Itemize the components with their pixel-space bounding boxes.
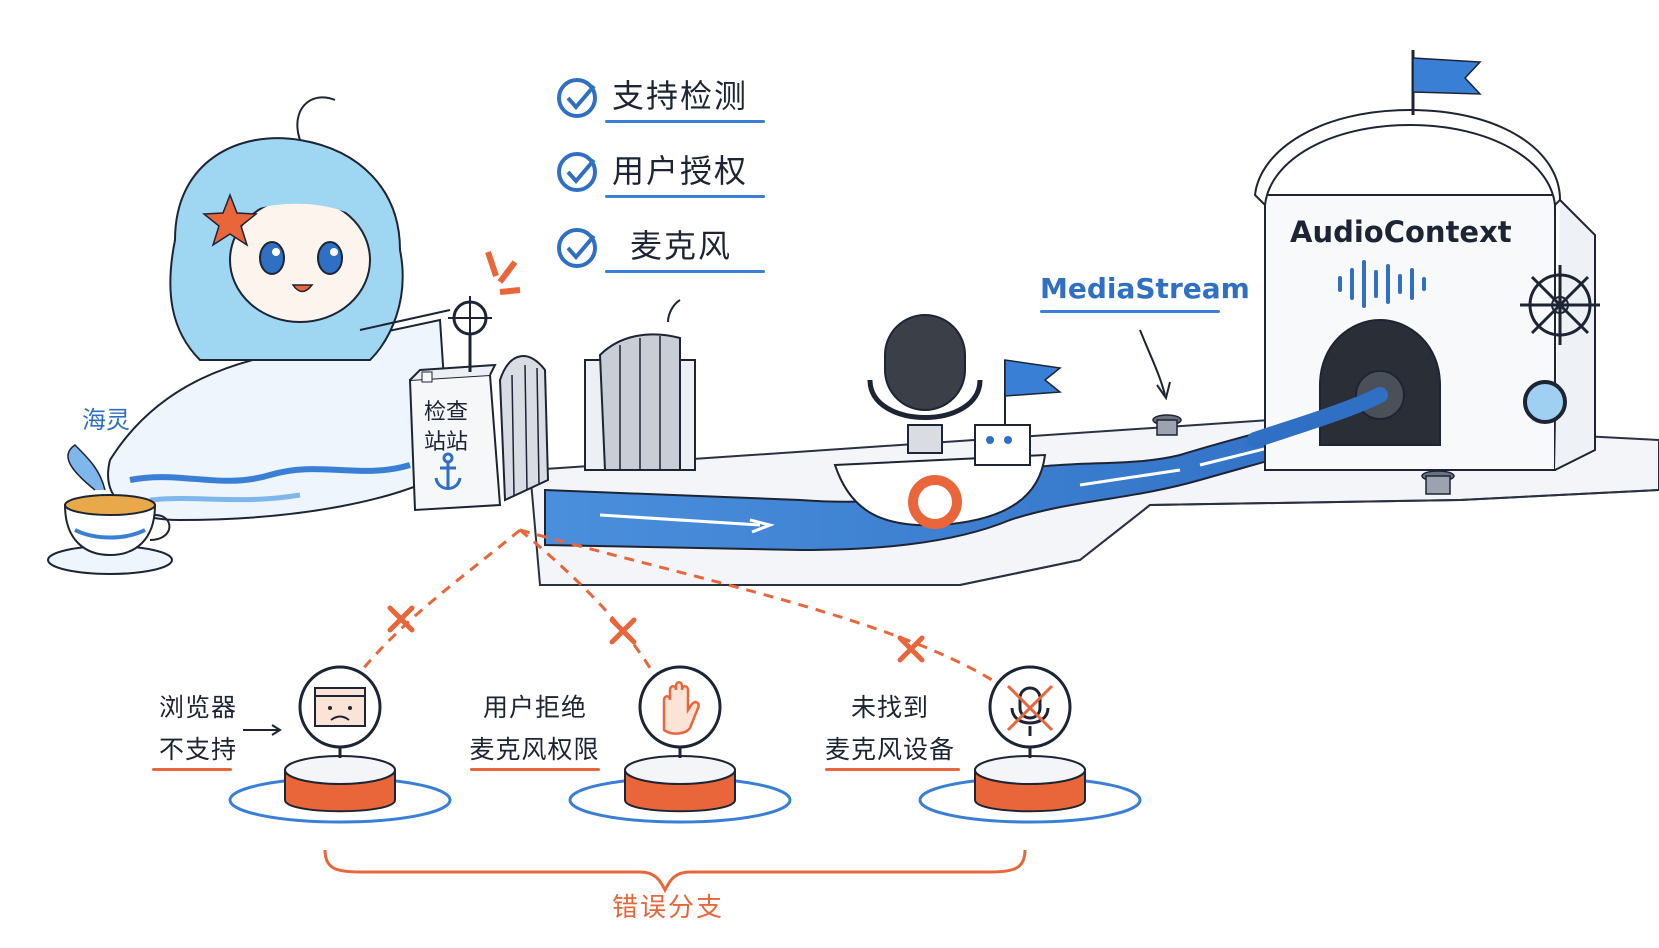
broken-browser-icon bbox=[315, 688, 365, 726]
gate-right bbox=[585, 300, 695, 470]
porthole-icon bbox=[1525, 382, 1565, 422]
ship-wheel-icon bbox=[448, 296, 492, 372]
cross-icon bbox=[390, 608, 412, 630]
bollard bbox=[1153, 415, 1181, 435]
cross-icon bbox=[900, 638, 922, 660]
building-flag-icon bbox=[1413, 58, 1480, 94]
checklist-underline bbox=[605, 120, 765, 123]
error-branch-brace bbox=[325, 850, 1025, 890]
checklist-underline bbox=[605, 195, 765, 198]
cross-icon bbox=[612, 620, 634, 642]
error-underline bbox=[152, 768, 232, 771]
character-name: 海灵 bbox=[82, 408, 130, 432]
checklist-underline bbox=[605, 270, 765, 273]
buoy-browser-unsupported bbox=[230, 667, 450, 822]
microphone-icon bbox=[870, 315, 980, 453]
error-label-browser-line2: 不支持 bbox=[148, 737, 248, 762]
media-stream-label: MediaStream bbox=[1040, 275, 1250, 303]
checklist-item-support-detection: 支持检测 bbox=[612, 80, 748, 112]
boat-flag-icon bbox=[1005, 360, 1060, 396]
media-stream-underline bbox=[1040, 310, 1220, 313]
checkpoint-label-line2: 站站 bbox=[424, 432, 468, 454]
error-label-device-line2: 麦克风设备 bbox=[815, 737, 965, 762]
error-underline bbox=[825, 768, 960, 771]
checklist-item-microphone: 麦克风 bbox=[630, 230, 732, 262]
check-circle-icon bbox=[559, 154, 595, 190]
audio-context-label: AudioContext bbox=[1290, 218, 1512, 247]
checklist-item-user-authorization: 用户授权 bbox=[612, 155, 748, 187]
ship-wheel-icon bbox=[1520, 265, 1600, 345]
check-circle-icon bbox=[559, 230, 595, 266]
error-label-permission-line2: 麦克风权限 bbox=[462, 737, 607, 762]
character-hailing bbox=[108, 97, 450, 520]
error-underline bbox=[470, 768, 600, 771]
check-circle-icon bbox=[559, 80, 595, 116]
error-label-browser-line1: 浏览器 bbox=[148, 695, 248, 720]
error-label-permission-line1: 用户拒绝 bbox=[470, 695, 600, 720]
checkpoint-label: 检查 bbox=[424, 402, 468, 424]
bollard bbox=[1422, 471, 1454, 494]
stream-pointer-arrow bbox=[1140, 330, 1165, 395]
error-label-device-line1: 未找到 bbox=[835, 695, 945, 720]
audio-context-building bbox=[1255, 50, 1600, 470]
gate-left bbox=[500, 356, 548, 500]
microphone-boat bbox=[835, 315, 1060, 525]
error-branch-label: 错误分支 bbox=[612, 895, 724, 921]
